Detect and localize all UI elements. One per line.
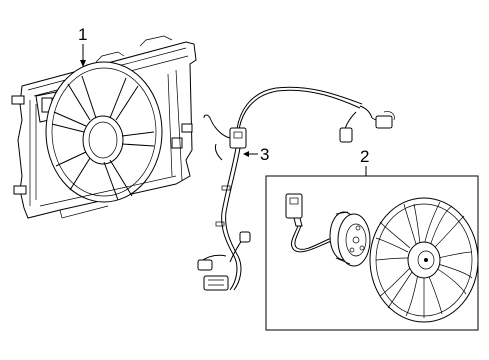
callout-3-label: 3 [260,145,269,164]
harness-connector-mid [339,127,353,143]
callout-1-label: 1 [78,25,87,44]
callout-1-arrow [80,60,86,67]
harness-connector-lower-a [197,259,213,271]
fan-blades [375,201,473,318]
harness-connector-right [375,115,393,129]
fan-motor-assembly [285,193,479,323]
callout-2-label: 2 [360,147,369,166]
callout-3-arrow [243,151,249,157]
wiring-harness [197,86,395,291]
fan-hub [82,115,124,165]
motor-connector [285,193,303,219]
harness-connector-lower-b [203,275,229,291]
fan-shroud [11,35,197,219]
